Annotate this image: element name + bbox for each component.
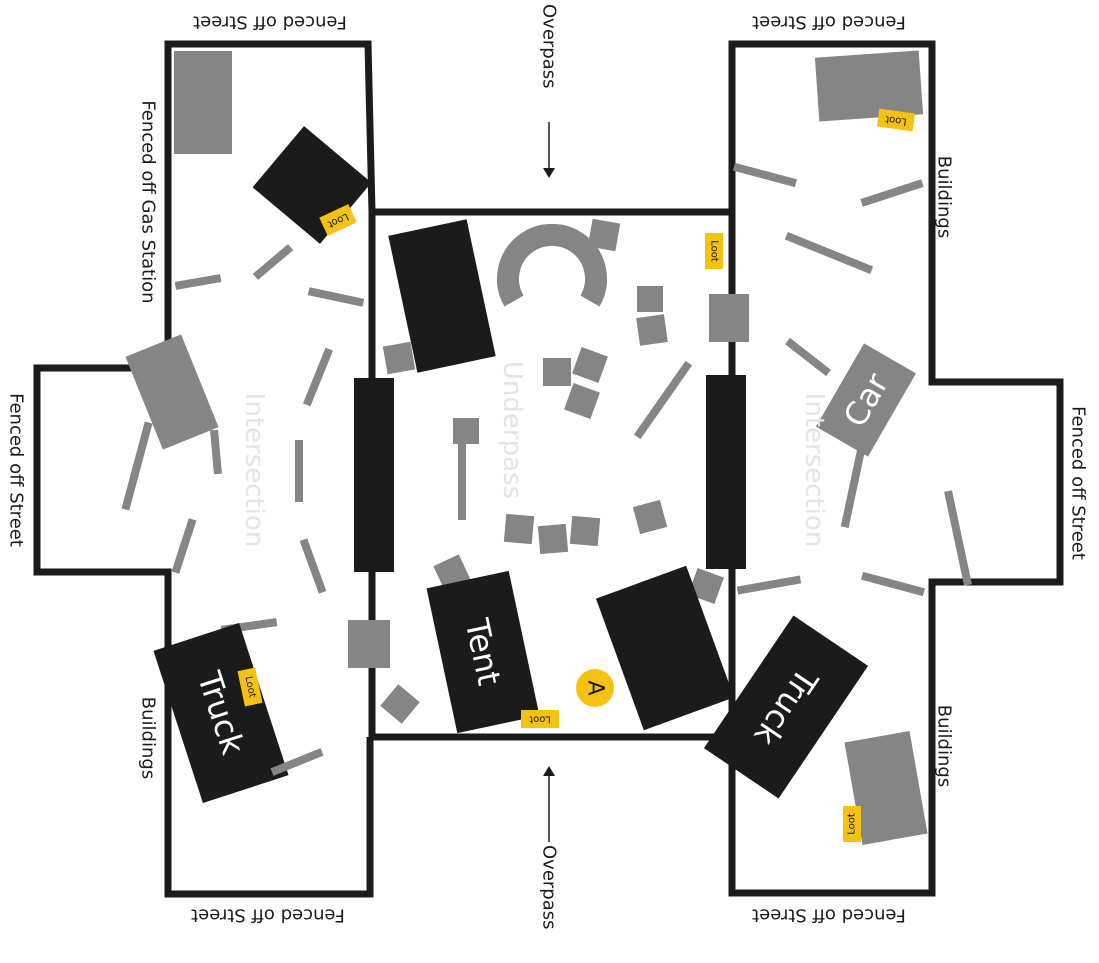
arrow-up-icon bbox=[543, 766, 555, 776]
curved-barrier bbox=[497, 223, 607, 307]
cover-wall bbox=[307, 287, 365, 307]
overpass-bottom: Overpass bbox=[539, 766, 560, 930]
right-zone: Loot Car Intersection Truck Loot bbox=[703, 50, 972, 845]
cover-wall bbox=[633, 360, 693, 440]
tent: Tent bbox=[426, 570, 540, 734]
cover-wall bbox=[270, 748, 324, 776]
svg-text:Loot: Loot bbox=[529, 714, 551, 725]
cover-block bbox=[503, 513, 535, 545]
cover-wall bbox=[860, 179, 924, 207]
cover-wall bbox=[303, 347, 333, 407]
truck-left: Truck bbox=[153, 623, 289, 803]
cover-block bbox=[453, 418, 479, 444]
intersection-label-right: Intersection bbox=[799, 393, 829, 548]
fenced-street-label-west: Fenced off Street bbox=[6, 393, 27, 547]
truck-right: Truck bbox=[703, 615, 869, 799]
intersection-label-left: Intersection bbox=[239, 393, 269, 548]
svg-text:Loot: Loot bbox=[847, 813, 858, 835]
loot-tag: Loot bbox=[876, 108, 916, 132]
cover-wall bbox=[784, 232, 874, 274]
parked-vehicle bbox=[595, 565, 735, 731]
cover-wall bbox=[458, 444, 466, 520]
cover-wall bbox=[840, 448, 866, 528]
svg-text:Loot: Loot bbox=[242, 675, 257, 698]
objective-marker-a: A bbox=[576, 669, 614, 707]
building-block bbox=[844, 731, 928, 845]
cover-block bbox=[632, 499, 668, 535]
buildings-label: Buildings bbox=[934, 156, 955, 238]
svg-text:Loot: Loot bbox=[884, 113, 907, 127]
cover-wall bbox=[121, 421, 153, 511]
cover-wall bbox=[252, 244, 294, 280]
fenced-street-label: Fenced off Street bbox=[193, 12, 347, 33]
cover-wall bbox=[733, 162, 797, 188]
gas-station-vehicle bbox=[252, 126, 372, 244]
overpass-label-bottom: Overpass bbox=[539, 845, 560, 930]
cover-wall bbox=[171, 518, 197, 574]
fenced-street-label: Fenced off Street bbox=[191, 905, 345, 926]
cover-block bbox=[569, 515, 601, 547]
building-block bbox=[814, 50, 924, 122]
cover-block bbox=[636, 314, 668, 346]
cover-wall bbox=[785, 337, 831, 377]
fenced-street-label-east: Fenced off Street bbox=[1068, 406, 1089, 560]
fenced-street-label: Fenced off Street bbox=[752, 12, 906, 33]
gas-station-label: Fenced off Gas Station bbox=[138, 100, 159, 303]
gas-pump-block bbox=[174, 51, 232, 154]
buildings-label: Buildings bbox=[934, 705, 955, 787]
cover-block bbox=[572, 347, 608, 383]
right-gateway-block bbox=[706, 375, 746, 569]
parked-vehicle bbox=[388, 219, 496, 373]
cover-block bbox=[564, 383, 600, 419]
underpass-zone: Loot Underpass Tent Loot A bbox=[380, 218, 749, 734]
svg-text:A: A bbox=[583, 680, 608, 695]
cover-wall bbox=[944, 490, 972, 586]
cover-block bbox=[380, 684, 420, 724]
cover-wall bbox=[861, 571, 925, 597]
cover-block bbox=[348, 620, 390, 668]
buildings-label: Buildings bbox=[138, 697, 159, 779]
cover-block bbox=[543, 358, 571, 386]
cover-wall bbox=[295, 440, 303, 502]
loot-tag: Loot bbox=[843, 806, 861, 842]
svg-text:Loot: Loot bbox=[709, 240, 720, 262]
underpass-label: Underpass bbox=[497, 361, 527, 499]
loot-tag: Loot bbox=[521, 710, 559, 728]
left-zone: Loot Truck Loot Intersection bbox=[121, 51, 390, 803]
arrow-down-icon bbox=[543, 168, 555, 178]
overpass-label-top: Overpass bbox=[539, 4, 560, 89]
cover-block bbox=[587, 218, 621, 252]
loot-tag: Loot bbox=[705, 233, 723, 269]
cover-wall bbox=[299, 538, 327, 594]
left-zone-wall bbox=[33, 40, 376, 898]
fenced-street-label: Fenced off Street bbox=[752, 905, 906, 926]
right-zone-wall bbox=[728, 40, 1064, 897]
loot-tag: Loot bbox=[237, 667, 263, 707]
loot-tag: Loot bbox=[319, 204, 357, 236]
cover-block bbox=[709, 294, 749, 342]
cover-wall bbox=[210, 429, 222, 475]
cover-wall bbox=[174, 274, 222, 290]
overpass-top: Overpass bbox=[539, 4, 560, 178]
cover-block bbox=[688, 568, 724, 604]
cover-block bbox=[537, 523, 569, 555]
cover-wall bbox=[736, 575, 802, 595]
cover-block bbox=[382, 341, 416, 375]
car: Car bbox=[816, 343, 916, 457]
cover-block bbox=[637, 286, 663, 312]
cover-block bbox=[125, 334, 219, 450]
left-gateway-block bbox=[354, 378, 394, 572]
